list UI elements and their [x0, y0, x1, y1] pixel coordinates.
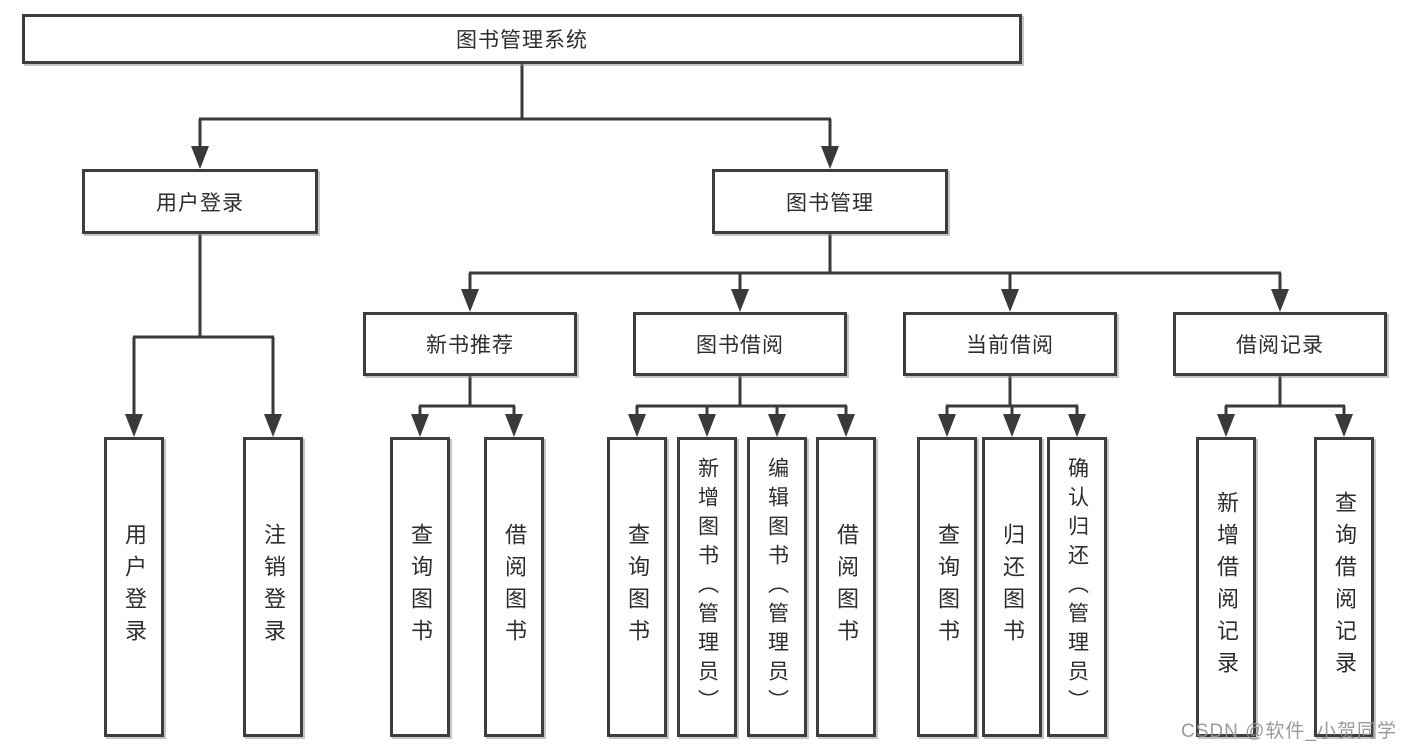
leaf-confirm-return-admin-label: 确认归还（管理员）	[1065, 456, 1089, 718]
node-new-book-recommendation: 新书推荐	[363, 312, 577, 376]
leaf-query-borrow-record-label: 查询借阅记录	[1332, 491, 1357, 683]
leaf-query-books-current: 查询图书	[917, 437, 977, 737]
csdn-watermark: CSDN @软件_小贺同学	[1181, 721, 1397, 742]
leaf-add-borrow-record: 新增借阅记录	[1196, 437, 1256, 737]
leaf-borrow-books-recommend: 借阅图书	[484, 437, 544, 737]
leaf-user-login-label: 用户登录	[122, 523, 147, 651]
leaf-return-book: 归还图书	[982, 437, 1042, 737]
leaf-add-borrow-record-label: 新增借阅记录	[1214, 491, 1239, 683]
node-user-login: 用户登录	[82, 169, 318, 234]
leaf-query-books-recommend: 查询图书	[390, 437, 450, 737]
node-current-borrowing: 当前借阅	[903, 312, 1117, 376]
node-borrowing-records: 借阅记录	[1173, 312, 1387, 376]
leaf-confirm-return-admin: 确认归还（管理员）	[1047, 437, 1107, 737]
leaf-borrow-books-recommend-label: 借阅图书	[502, 523, 527, 651]
leaf-query-books-recommend-label: 查询图书	[408, 523, 433, 651]
leaf-edit-book-admin-label: 编辑图书（管理员）	[765, 456, 789, 718]
leaf-return-book-label: 归还图书	[1000, 523, 1025, 651]
leaf-user-login: 用户登录	[104, 437, 164, 737]
leaf-add-book-admin-label: 新增图书（管理员）	[695, 456, 719, 718]
leaf-query-books-current-label: 查询图书	[935, 523, 960, 651]
leaf-logout: 注销登录	[243, 437, 303, 737]
node-book-borrowing: 图书借阅	[633, 312, 847, 376]
leaf-borrow-books-borrowing: 借阅图书	[816, 437, 876, 737]
leaf-query-books-borrowing: 查询图书	[607, 437, 667, 737]
leaf-query-borrow-record: 查询借阅记录	[1314, 437, 1374, 737]
leaf-borrow-books-borrowing-label: 借阅图书	[834, 523, 859, 651]
node-library-management-system: 图书管理系统	[22, 14, 1022, 64]
leaf-add-book-admin: 新增图书（管理员）	[677, 437, 737, 737]
leaf-edit-book-admin: 编辑图书（管理员）	[747, 437, 807, 737]
leaf-logout-label: 注销登录	[261, 523, 286, 651]
node-book-management: 图书管理	[712, 169, 948, 234]
leaf-query-books-borrowing-label: 查询图书	[625, 523, 650, 651]
